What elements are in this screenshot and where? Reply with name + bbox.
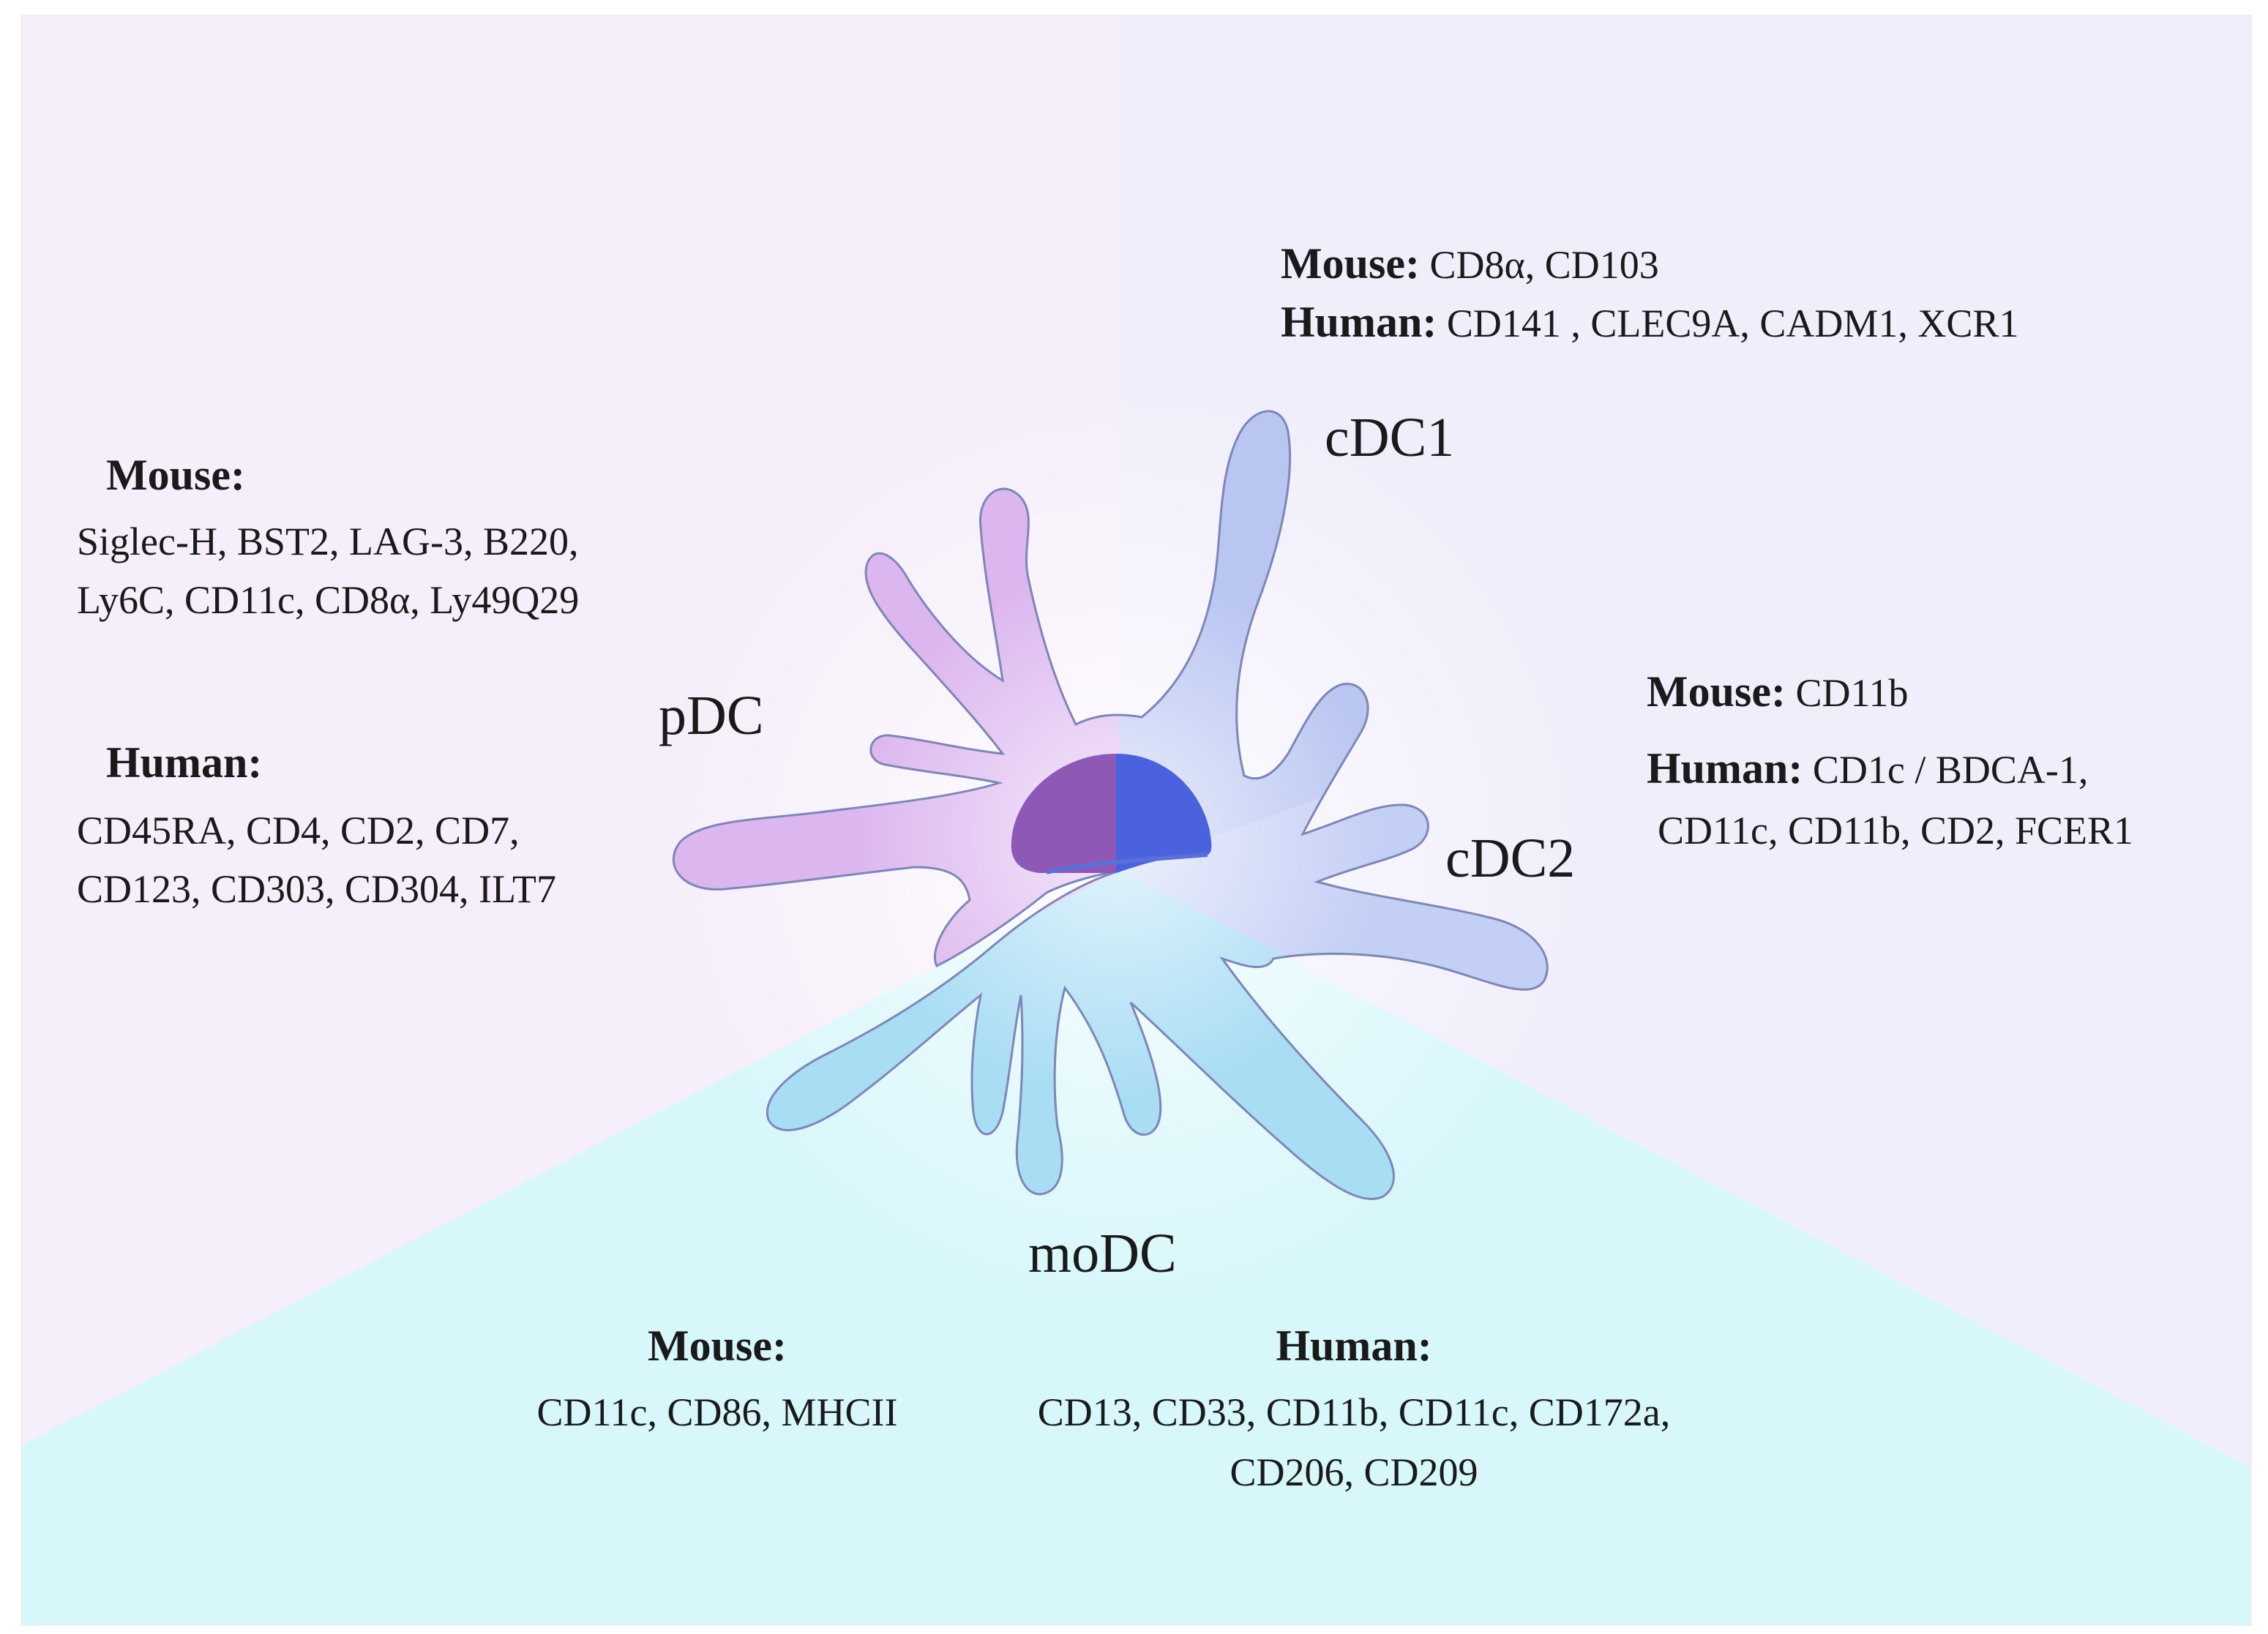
pdc-mouse-markers-line-2: Ly6C, CD11c, CD8α, Ly49Q29	[77, 578, 580, 622]
cdc1-mouse-row: Mouse: CD8α, CD103	[1281, 234, 1659, 294]
cdc1-human-markers: CD141 , CLEC9A, CADM1, XCR1	[1446, 301, 2019, 345]
cdc2-human-row: Human: CD1c / BDCA-1,	[1647, 739, 2088, 799]
cdc-region	[1120, 16, 2250, 1467]
pdc-human-markers-line-2: CD123, CD303, CD304, ILT7	[77, 867, 557, 911]
pdc-mouse-markers-line-1: Siglec-H, BST2, LAG-3, B220,	[77, 520, 579, 563]
cdc2-human-heading: Human:	[1647, 744, 1803, 792]
modc-human-markers-line-2: CD206, CD209	[1230, 1450, 1478, 1494]
pdc-label: pDC	[659, 685, 764, 746]
cdc2-human-markers-line-2: CD11c, CD11b, CD2, FCER1	[1658, 809, 2134, 852]
cdc2-mouse-row: Mouse: CD11b	[1647, 662, 1908, 722]
cell-outline	[672, 410, 1549, 1201]
nucleus-modc-edge	[1046, 852, 1208, 874]
cdc2-mouse-heading: Mouse:	[1647, 667, 1786, 716]
pdc-mouse-heading: Mouse:	[106, 451, 245, 499]
cdc1-human-row: Human: CD141 , CLEC9A, CADM1, XCR1	[1281, 293, 2018, 353]
nucleus-cdc-half	[1116, 754, 1212, 873]
cdc2-mouse-markers: CD11b	[1795, 671, 1909, 715]
cdc1-mouse-markers: CD8α, CD103	[1429, 243, 1659, 287]
pdc-human-heading: Human:	[106, 738, 263, 787]
modc-label: moDC	[1028, 1223, 1177, 1284]
pdc-human-markers-line-1: CD45RA, CD4, CD2, CD7,	[77, 809, 520, 852]
nucleus	[1011, 754, 1212, 874]
modc-mouse-heading: Mouse:	[648, 1322, 787, 1370]
modc-mouse-markers: CD11c, CD86, MHCII	[536, 1390, 898, 1434]
cdc1-label: cDC1	[1325, 407, 1455, 468]
cdc2-label: cDC2	[1445, 828, 1576, 889]
dendritic-cell	[672, 410, 1549, 1201]
modc-human-heading: Human:	[1276, 1322, 1432, 1370]
nucleus-pdc-half	[1011, 754, 1116, 873]
modc-human-markers-line-1: CD13, CD33, CD11b, CD11c, CD172a,	[1037, 1390, 1671, 1434]
cdc1-mouse-heading: Mouse:	[1281, 239, 1420, 288]
cdc1-human-heading: Human:	[1281, 298, 1437, 346]
cdc2-human-markers: CD1c / BDCA-1,	[1812, 748, 2089, 792]
pdc-region	[22, 16, 1120, 1445]
